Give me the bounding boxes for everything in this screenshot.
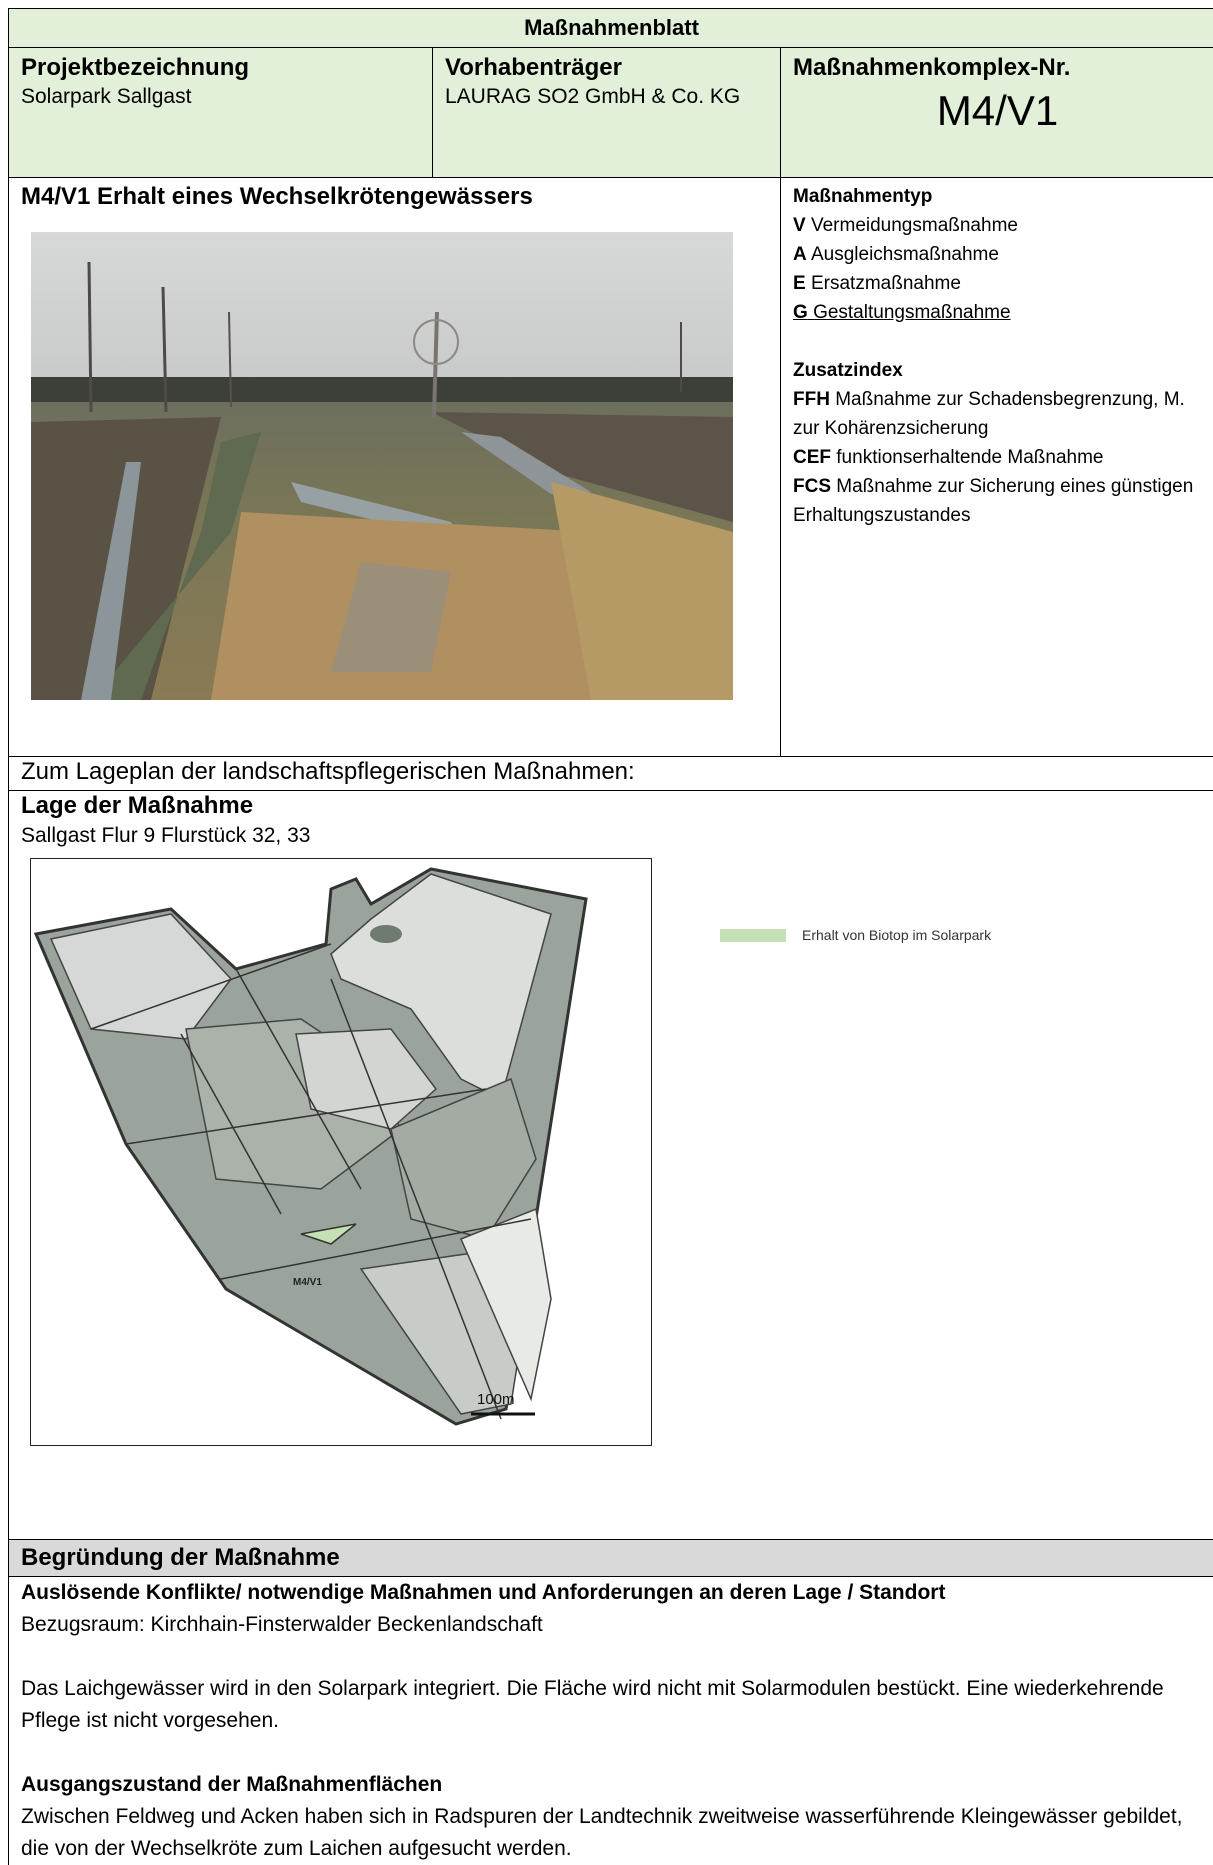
type-e: E Ersatzmaßnahme bbox=[793, 273, 961, 294]
owner-value: LAURAG SO2 GmbH & Co. KG bbox=[445, 85, 741, 108]
type-g: G Gestaltungsmaßnahme bbox=[793, 302, 1011, 323]
justification-cell: Auslösende Konflikte/ notwendige Maßnahm… bbox=[7, 1576, 1213, 1865]
owner-cell: Vorhabenträger LAURAG SO2 GmbH & Co. KG bbox=[432, 47, 781, 178]
initial-state-title: Ausgangszustand der Maßnahmenflächen bbox=[21, 1773, 443, 1796]
conflicts-title: Auslösende Konflikte/ notwendige Maßnahm… bbox=[21, 1581, 946, 1604]
map-measure-label: M4/V1 bbox=[293, 1277, 322, 1288]
reference-area: Bezugsraum: Kirchhain-Finsterwalder Beck… bbox=[21, 1613, 543, 1636]
justification-heading: Begründung der Maßnahme bbox=[7, 1539, 1213, 1577]
justification-body: Auslösende Konflikte/ notwendige Maßnahm… bbox=[9, 1577, 1213, 1865]
type-a: A Ausgleichsmaßnahme bbox=[793, 244, 999, 265]
measure-title: M4/V1 Erhalt eines Wechselkrötengewässer… bbox=[21, 183, 533, 210]
project-label: Projektbezeichnung bbox=[21, 54, 250, 81]
lage-title: Lage der Maßnahme bbox=[21, 792, 254, 819]
field-photo bbox=[31, 232, 733, 700]
measure-sheet: Maßnahmenblatt Projektbezeichnung Solarp… bbox=[7, 8, 1213, 1865]
paragraph-integration: Das Laichgewässer wird in den Solarpark … bbox=[21, 1677, 1164, 1732]
measure-types: Maßnahmentyp V Vermeidungsmaßnahme A Aus… bbox=[781, 178, 1213, 534]
measure-table: Maßnahmenblatt Projektbezeichnung Solarp… bbox=[7, 8, 1213, 1865]
project-value: Solarpark Sallgast bbox=[21, 85, 192, 108]
index-ffh: FFH Maßnahme zur Schadensbegrenzung, M. … bbox=[793, 389, 1185, 439]
map-legend: Erhalt von Biotop im Solarpark bbox=[720, 927, 991, 943]
site-map-drawing bbox=[33, 867, 588, 1426]
map-scale-label: 100m bbox=[477, 1391, 515, 1408]
legend-swatch bbox=[720, 928, 786, 942]
complex-cell: Maßnahmenkomplex-Nr. M4/V1 bbox=[779, 47, 1213, 178]
paragraph-initial-state: Zwischen Feldweg und Acken haben sich in… bbox=[21, 1805, 1183, 1860]
sheet-title: Maßnahmenblatt bbox=[7, 8, 1213, 48]
index-fcs: FCS Maßnahme zur Sicherung eines günstig… bbox=[793, 476, 1194, 526]
types-heading: Maßnahmentyp bbox=[793, 186, 933, 207]
complex-label: Maßnahmenkomplex-Nr. bbox=[793, 54, 1071, 81]
measure-cell: M4/V1 Erhalt eines Wechselkrötengewässer… bbox=[8, 177, 781, 757]
index-cef: CEF funktionserhaltende Maßnahme bbox=[793, 447, 1104, 468]
lage-parcel: Sallgast Flur 9 Flurstück 32, 33 bbox=[21, 824, 311, 847]
lageplan-row: Zum Lageplan der landschaftspflegerische… bbox=[7, 756, 1213, 791]
lage-cell: Lage der Maßnahme Sallgast Flur 9 Flurst… bbox=[7, 790, 1213, 1540]
owner-label: Vorhabenträger bbox=[445, 54, 622, 81]
types-cell: Maßnahmentyp V Vermeidungsmaßnahme A Aus… bbox=[779, 177, 1213, 757]
photo-wrap bbox=[9, 212, 780, 756]
index-heading: Zusatzindex bbox=[793, 360, 903, 381]
legend-label: Erhalt von Biotop im Solarpark bbox=[802, 927, 992, 943]
lage-section: Lage der Maßnahme Sallgast Flur 9 Flurst… bbox=[9, 791, 1213, 1539]
project-cell: Projektbezeichnung Solarpark Sallgast bbox=[8, 47, 433, 178]
site-map: M4/V1 100m bbox=[30, 858, 652, 1446]
type-v: V Vermeidungsmaßnahme bbox=[793, 215, 1018, 236]
complex-number: M4/V1 bbox=[936, 87, 1059, 134]
